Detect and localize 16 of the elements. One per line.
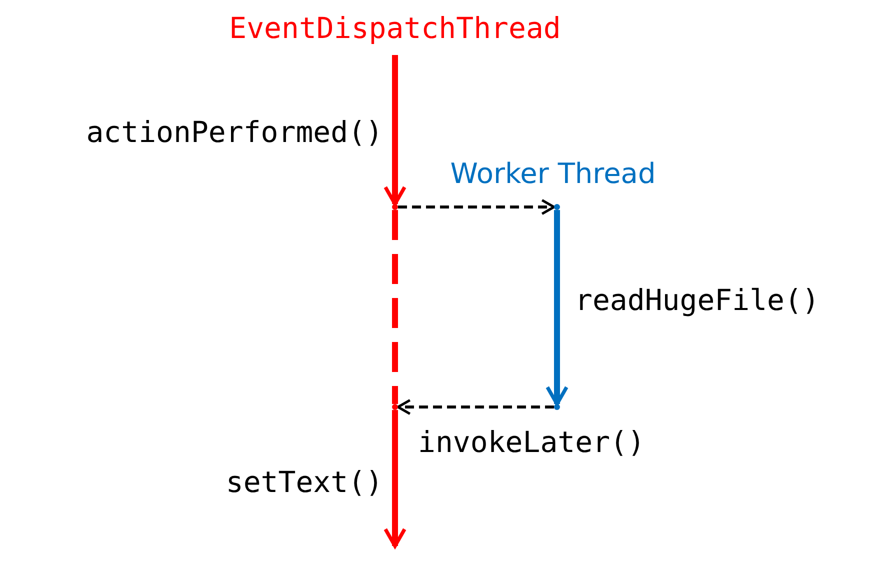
junction-dot [554,204,560,210]
dashed-arrow [396,398,554,416]
edge-label: readHugeFile() [575,286,820,315]
junction-dot [392,204,398,210]
arrow [546,210,568,406]
edge-label: invokeLater() [418,428,645,457]
dashed-arrow [398,198,556,216]
edge-label: actionPerformed() [86,118,383,147]
dashed-line [392,210,398,404]
arrow [384,410,406,548]
junction-dot [554,404,560,410]
thread-title: EventDispatchThread [229,14,561,43]
edge-label: setText() [226,468,383,497]
junction-dot [392,404,398,410]
arrow [384,55,406,206]
thread-title: Worker Thread [450,160,656,188]
